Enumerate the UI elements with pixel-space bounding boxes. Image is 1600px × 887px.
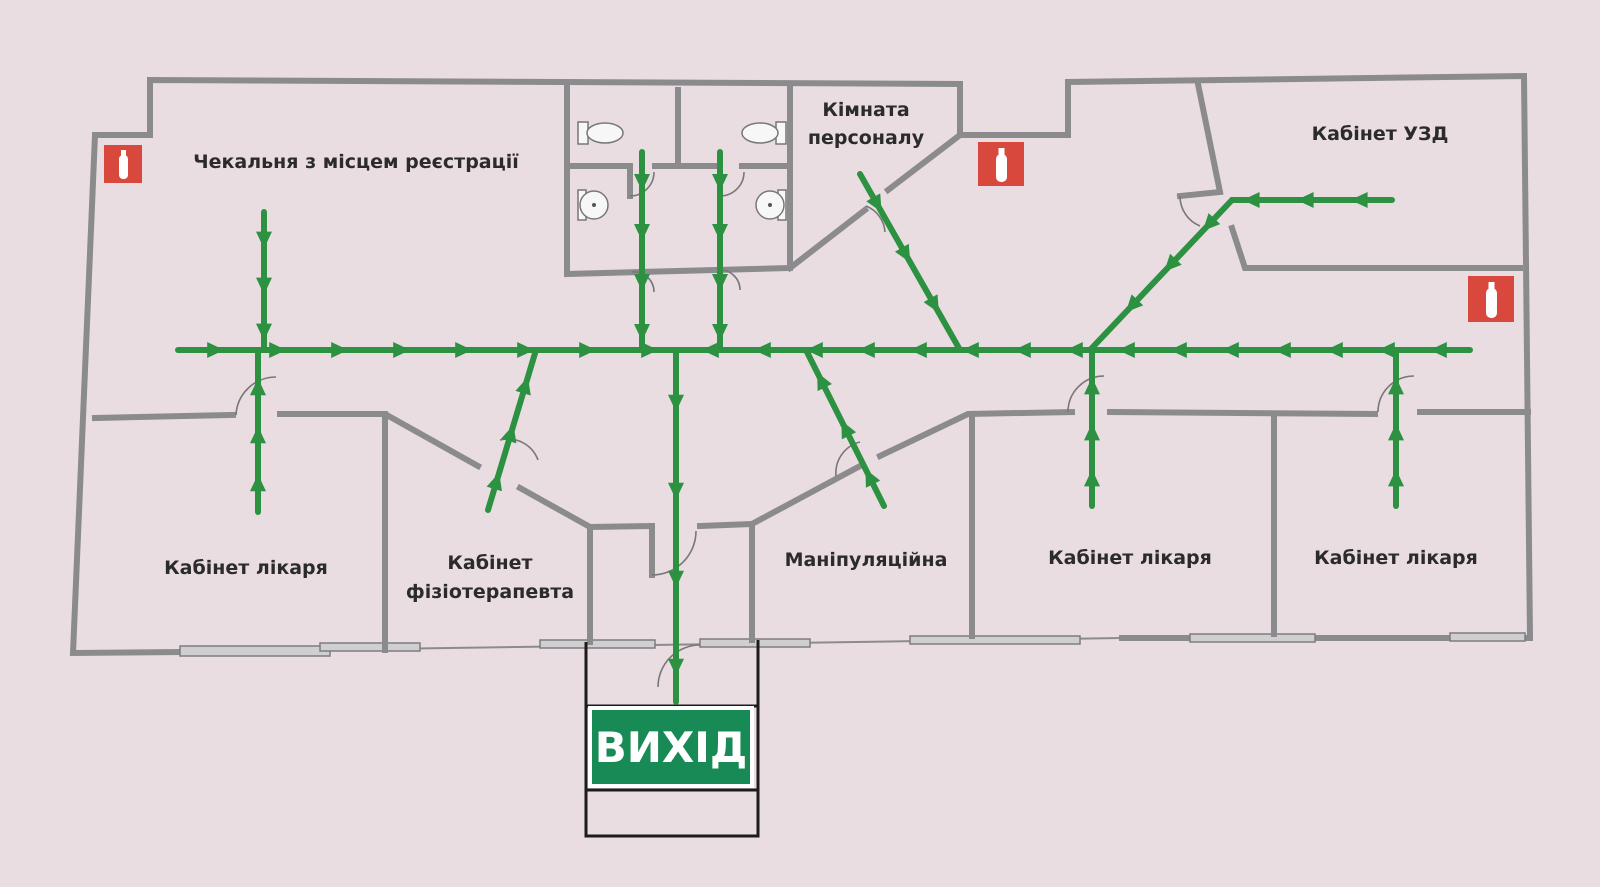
route-arrow — [1296, 192, 1314, 208]
route-arrow — [668, 570, 684, 588]
route-arrow — [1169, 342, 1187, 358]
route-arrow — [1273, 342, 1291, 358]
room-label-staff-line2: персоналу — [808, 127, 925, 149]
route-arrow — [1084, 423, 1100, 441]
toilet-icon — [741, 121, 787, 145]
route-arrow — [641, 342, 659, 358]
fire-extinguisher-icon — [978, 142, 1024, 186]
route-arrow — [1084, 377, 1100, 395]
route-arrow — [634, 274, 650, 291]
route-arrow — [712, 174, 728, 191]
route-arrow — [866, 193, 882, 213]
room-label-physio-line2: фізіотерапевта — [406, 581, 574, 603]
route-arrow — [1221, 342, 1239, 358]
route-arrow — [1325, 342, 1343, 358]
route-arrow — [579, 342, 597, 358]
route-arrow — [923, 294, 939, 313]
route-arrow — [331, 342, 349, 358]
route-arrow — [841, 420, 857, 440]
route-arrow — [1125, 294, 1144, 313]
route-arrow — [712, 274, 728, 291]
route-arrow — [1242, 192, 1260, 208]
room-label-ultrasound: Кабінет УЗД — [1312, 123, 1449, 145]
route-arrow — [712, 224, 728, 241]
route-arrow — [634, 224, 650, 241]
route-arrow — [961, 342, 979, 358]
route-arrow — [857, 342, 875, 358]
route-arrow — [455, 342, 473, 358]
route-arrow — [1065, 342, 1083, 358]
route-arrow — [250, 378, 266, 396]
room-label-waiting: Чекальня з місцем реєстрації — [193, 151, 519, 173]
route-arrow — [1377, 342, 1395, 358]
route-arrow — [894, 243, 911, 263]
sink-icon — [577, 189, 609, 221]
outer-walls — [69, 72, 1534, 657]
route-arrow — [634, 324, 650, 341]
route-arrow — [701, 342, 719, 358]
route-arrow — [753, 342, 771, 358]
fire-extinguisher-icon — [1468, 276, 1514, 322]
route-arrow — [256, 277, 272, 295]
route-arrow — [269, 342, 287, 358]
route-arrow — [1013, 342, 1031, 358]
toilet-icon — [577, 121, 624, 145]
route-arrow — [668, 482, 684, 500]
route-arrow — [1350, 192, 1368, 208]
route-arrow — [668, 658, 684, 676]
exit-sign-label: ВИХІД — [595, 723, 748, 772]
route-arrow — [517, 342, 535, 358]
room-label-physio-line1: Кабінет — [447, 552, 532, 574]
route-arrow — [515, 376, 531, 396]
route-arrow — [256, 231, 272, 249]
route-arrow — [634, 174, 650, 191]
route-arrow — [250, 426, 266, 444]
route-arrow — [393, 342, 411, 358]
front-windows — [179, 632, 1526, 657]
exit-sign: ВИХІД — [588, 706, 754, 788]
route-arrow — [486, 472, 502, 492]
route-arrow — [909, 342, 927, 358]
route-arrow — [1429, 342, 1447, 358]
room-label-staff-line1: Кімната — [822, 99, 909, 121]
route-arrow — [1084, 469, 1100, 487]
room-label-procedure: Маніпуляційна — [785, 549, 948, 571]
route-arrows — [207, 174, 1447, 676]
route-arrow — [1388, 469, 1404, 487]
route-arrow — [1117, 342, 1135, 358]
room-label-doctor-mid: Кабінет лікаря — [1048, 547, 1212, 569]
route-arrow — [250, 474, 266, 492]
route-arrow — [1388, 377, 1404, 395]
route-arrow — [207, 342, 225, 358]
route-arrow — [805, 342, 823, 358]
room-label-doctor-left: Кабінет лікаря — [164, 557, 328, 579]
room-label-doctor-right: Кабінет лікаря — [1314, 547, 1478, 569]
route-arrow — [1202, 213, 1221, 231]
route-arrow — [501, 424, 517, 444]
route-arrow — [256, 323, 272, 341]
route-arrow — [668, 394, 684, 412]
fire-extinguisher-icon — [104, 145, 142, 183]
inner-walls — [91, 80, 1531, 653]
sink-icon — [755, 189, 787, 221]
route-arrow — [1164, 253, 1182, 272]
route-arrow — [865, 468, 881, 488]
route-arrow — [712, 324, 728, 341]
room-labels: Чекальня з місцем реєстрації Кімната пер… — [164, 99, 1478, 603]
route-arrow — [1388, 423, 1404, 441]
route-arrow — [817, 372, 832, 392]
ultrasound-route — [1087, 197, 1395, 353]
